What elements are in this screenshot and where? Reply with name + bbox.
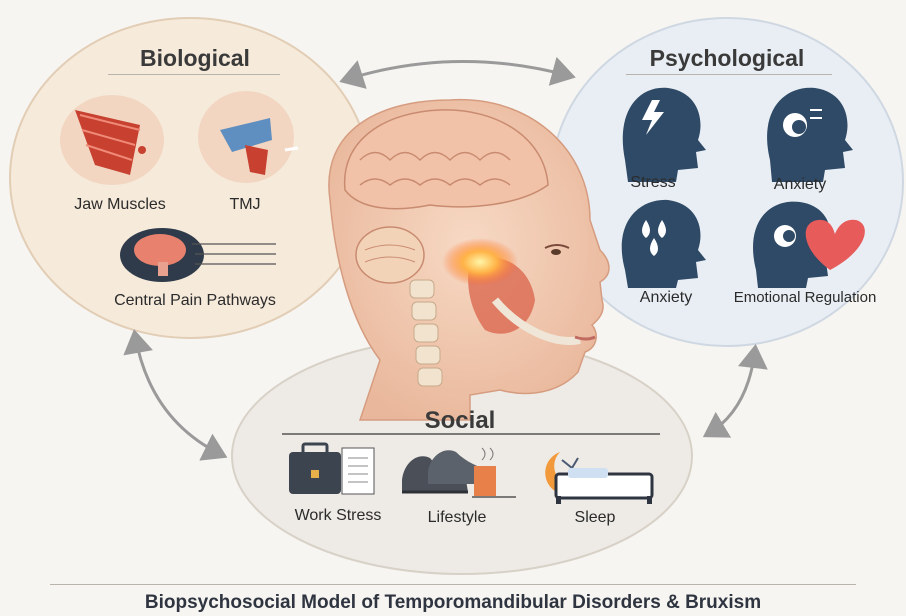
anxiety-icon bbox=[767, 88, 853, 182]
biological-title-underline bbox=[108, 74, 280, 75]
biological-title: Biological bbox=[120, 45, 270, 72]
anxiety-label-2: Anxiety bbox=[626, 289, 706, 307]
arrow-bio-psych bbox=[345, 61, 570, 80]
footer-rule bbox=[50, 584, 856, 585]
tmj-label: TMJ bbox=[215, 196, 275, 214]
social-title: Social bbox=[405, 407, 515, 435]
lifestyle-label: Lifestyle bbox=[412, 509, 502, 527]
jaw-muscles-label: Jaw Muscles bbox=[60, 196, 180, 214]
psychological-title-underline bbox=[626, 74, 832, 75]
arrow-bio-social bbox=[135, 335, 222, 455]
anxiety-label-1: Anxiety bbox=[760, 176, 840, 194]
central-pain-pathways-label: Central Pain Pathways bbox=[100, 292, 290, 310]
stress-label: Stress bbox=[618, 174, 688, 192]
arrow-psych-social bbox=[708, 350, 755, 434]
sleep-label: Sleep bbox=[560, 509, 630, 527]
psychological-title: Psychological bbox=[632, 45, 822, 72]
diagram-caption: Biopsychosocial Model of Temporomandibul… bbox=[0, 592, 906, 614]
emotional-regulation-label: Emotional Regulation bbox=[722, 289, 888, 306]
work-stress-label: Work Stress bbox=[283, 507, 393, 525]
jaw-muscles-icon bbox=[60, 95, 164, 185]
